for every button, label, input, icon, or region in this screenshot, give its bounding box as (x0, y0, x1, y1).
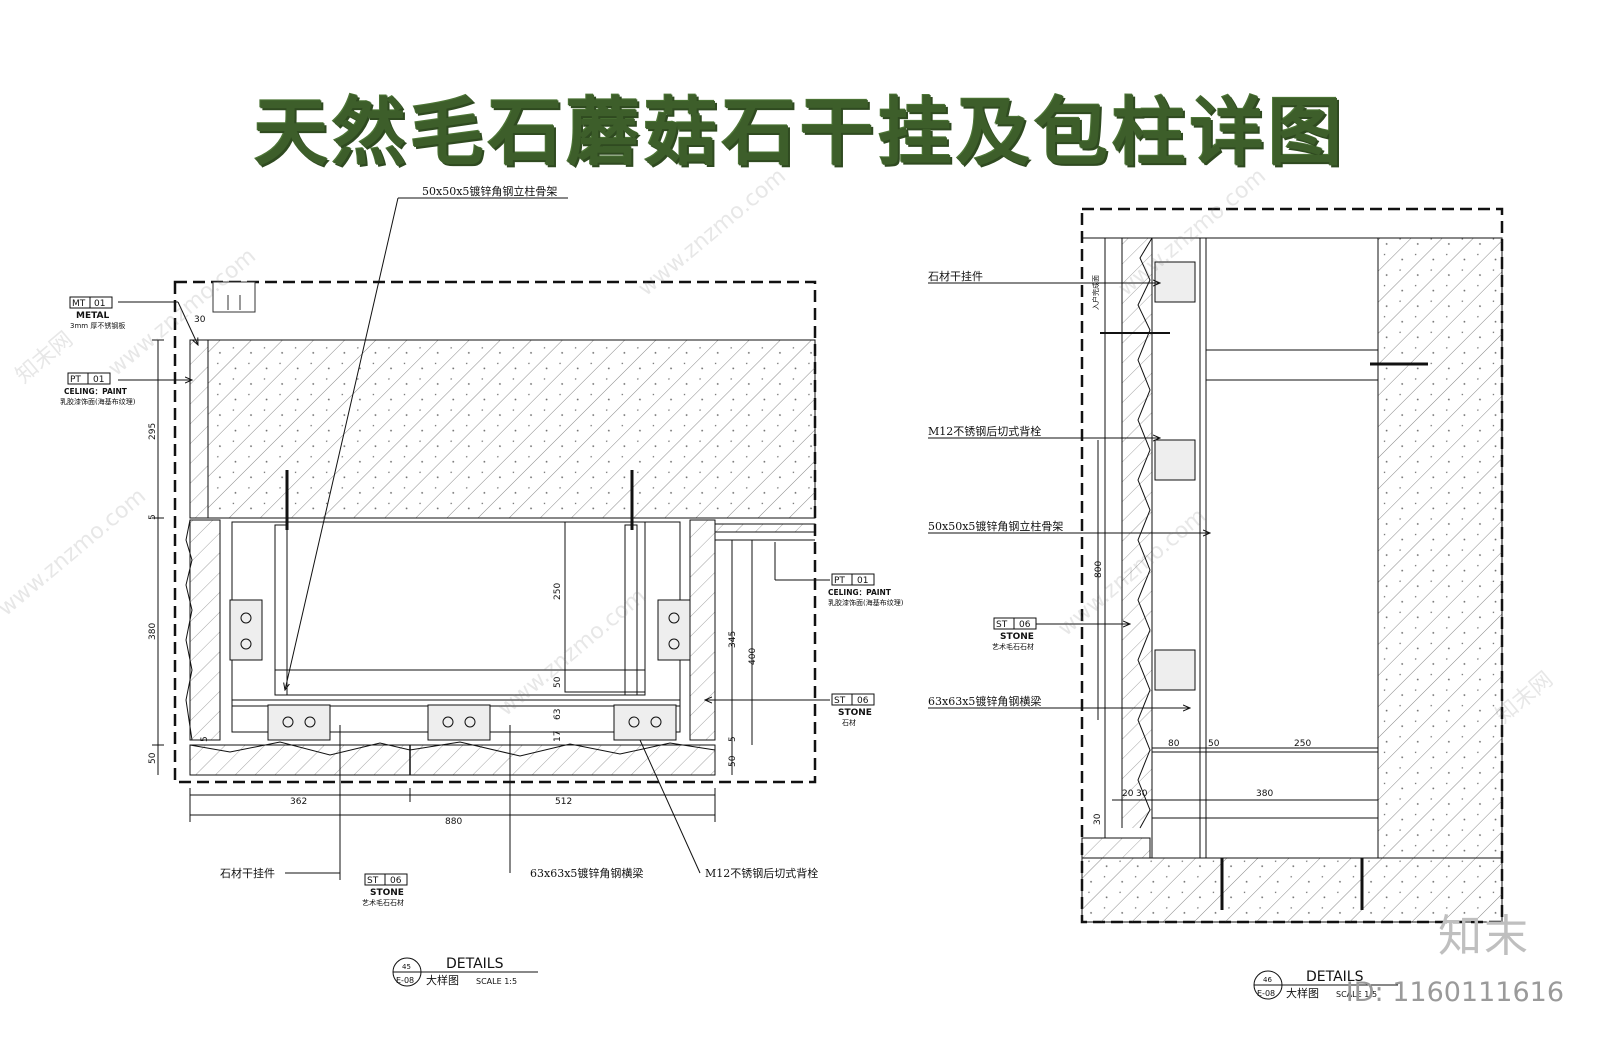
dim-5b: 5 (200, 736, 210, 742)
svg-text:METAL: METAL (76, 311, 110, 321)
dim-50b: 50 (553, 676, 563, 688)
concrete-slab (207, 339, 816, 519)
svg-text:01: 01 (857, 576, 868, 586)
svg-text:PT: PT (834, 576, 845, 586)
tag-stone-bottom: ST 06 STONE 艺术毛石石材 (362, 873, 408, 907)
svg-text:SCALE 1:5: SCALE 1:5 (476, 977, 517, 986)
label-column-right: 50x50x5镀锌角钢立柱骨架 (928, 519, 1063, 533)
dim-30b-right: 30 (1093, 813, 1103, 825)
label-beam-left: 63x63x5镀锌角钢横梁 (530, 866, 643, 880)
svg-text:3mm 厚不锈钢板: 3mm 厚不锈钢板 (70, 321, 125, 330)
label-bolt-left: M12不锈钢后切式背栓 (705, 866, 818, 880)
label-beam-right: 63x63x5镀锌角钢横梁 (928, 694, 1041, 708)
tag-stone-section: ST 06 STONE 艺术毛石石材 (992, 617, 1037, 651)
metal-cladding (189, 339, 209, 519)
stone-bracket-icon (229, 599, 691, 741)
dim-800: 800 (1094, 561, 1104, 578)
svg-text:ST: ST (367, 876, 379, 886)
svg-text:DETAILS: DETAILS (1306, 969, 1364, 985)
detail-marker-46: 46 E-08 DETAILS 大样图 SCALE 1:5 (1253, 969, 1398, 1000)
floor-slab (1081, 857, 1503, 923)
label-bracket-right: 石材干挂件 (928, 269, 983, 283)
tag-stone-right: ST 06 STONE 石材 (831, 693, 875, 727)
detail-marker-45: 45 E-08 DETAILS 大样图 SCALE 1:5 (392, 956, 538, 987)
tag-paint-right: PT 01 CELING：PAINT 乳胶漆饰面(海基布纹理) (828, 573, 904, 607)
dim-17: 17 (553, 731, 563, 742)
dim-50c: 50 (728, 755, 738, 767)
label-bracket-left: 石材干挂件 (220, 866, 275, 880)
id-label: ID: 1160111616 (1345, 977, 1564, 1008)
svg-text:乳胶漆饰面(海基布纹理): 乳胶漆饰面(海基布纹理) (828, 598, 904, 607)
svg-text:STONE: STONE (838, 708, 872, 718)
svg-text:艺术毛石石材: 艺术毛石石材 (362, 898, 404, 907)
dim-295: 295 (148, 423, 158, 440)
bottom-stone (189, 744, 716, 776)
dim-30: 30 (194, 315, 206, 325)
dim-50: 50 (148, 752, 158, 764)
brand-logo: 知末 (1438, 911, 1530, 962)
svg-text:MT: MT (72, 299, 86, 309)
svg-text:DETAILS: DETAILS (446, 956, 504, 972)
dim-512: 512 (555, 797, 572, 807)
svg-text:ST: ST (996, 620, 1008, 630)
svg-text:PT: PT (70, 375, 81, 385)
dim-250: 250 (553, 583, 563, 600)
note-finish-line: 入户完成面 (1091, 275, 1100, 310)
svg-text:06: 06 (390, 876, 402, 886)
svg-text:E-08: E-08 (396, 976, 414, 985)
dim-345: 345 (728, 631, 738, 648)
tag-metal: MT 01 METAL 3mm 厚不锈钢板 (69, 296, 125, 330)
dim-30-right: 30 (1136, 789, 1148, 799)
svg-text:06: 06 (1019, 620, 1031, 630)
svg-text:乳胶漆饰面(海基布纹理): 乳胶漆饰面(海基布纹理) (60, 397, 136, 406)
svg-text:石材: 石材 (842, 718, 856, 727)
svg-text:大样图: 大样图 (426, 973, 459, 987)
dim-63: 63 (553, 709, 563, 720)
svg-text:46: 46 (1263, 976, 1272, 984)
svg-text:艺术毛石石材: 艺术毛石石材 (992, 642, 1034, 651)
svg-text:CELING：PAINT: CELING：PAINT (828, 588, 892, 597)
dim-5c: 5 (728, 736, 738, 742)
right-concrete-wall (1377, 237, 1503, 859)
svg-text:01: 01 (93, 375, 104, 385)
dim-362: 362 (290, 797, 307, 807)
svg-text:STONE: STONE (1000, 632, 1034, 642)
right-stone-wall (689, 519, 716, 741)
detail-45-plan (118, 197, 830, 880)
left-stone-wall (189, 519, 221, 741)
dim-380: 380 (148, 623, 158, 640)
dim-80: 80 (1168, 739, 1180, 749)
svg-text:SCALE 1:5: SCALE 1:5 (1336, 990, 1377, 999)
dim-880: 880 (445, 817, 462, 827)
dim-250-right: 250 (1294, 739, 1311, 749)
drawing-title: 天然毛石蘑菇石干挂及包柱详图 (254, 90, 1346, 176)
callout-column-frame: 50x50x5镀锌角钢立柱骨架 (422, 184, 557, 198)
svg-text:45: 45 (402, 963, 411, 971)
dim-400: 400 (748, 648, 758, 665)
svg-text:E-08: E-08 (1257, 989, 1275, 998)
tag-paint-left: PT 01 CELING：PAINT 乳胶漆饰面(海基布纹理) (60, 372, 136, 406)
svg-text:01: 01 (94, 299, 105, 309)
label-bolt-right: M12不锈钢后切式背栓 (928, 424, 1041, 438)
dim-50-right: 50 (1208, 739, 1220, 749)
svg-text:大样图: 大样图 (1286, 986, 1319, 1000)
dim-5a: 5 (148, 514, 158, 520)
svg-text:06: 06 (857, 696, 869, 706)
dim-20: 20 (1122, 789, 1134, 799)
detail-46-section (928, 207, 1504, 924)
dim-380-right: 380 (1256, 789, 1273, 799)
svg-text:ST: ST (834, 696, 846, 706)
svg-text:STONE: STONE (370, 888, 404, 898)
svg-text:CELING：PAINT: CELING：PAINT (64, 387, 128, 396)
